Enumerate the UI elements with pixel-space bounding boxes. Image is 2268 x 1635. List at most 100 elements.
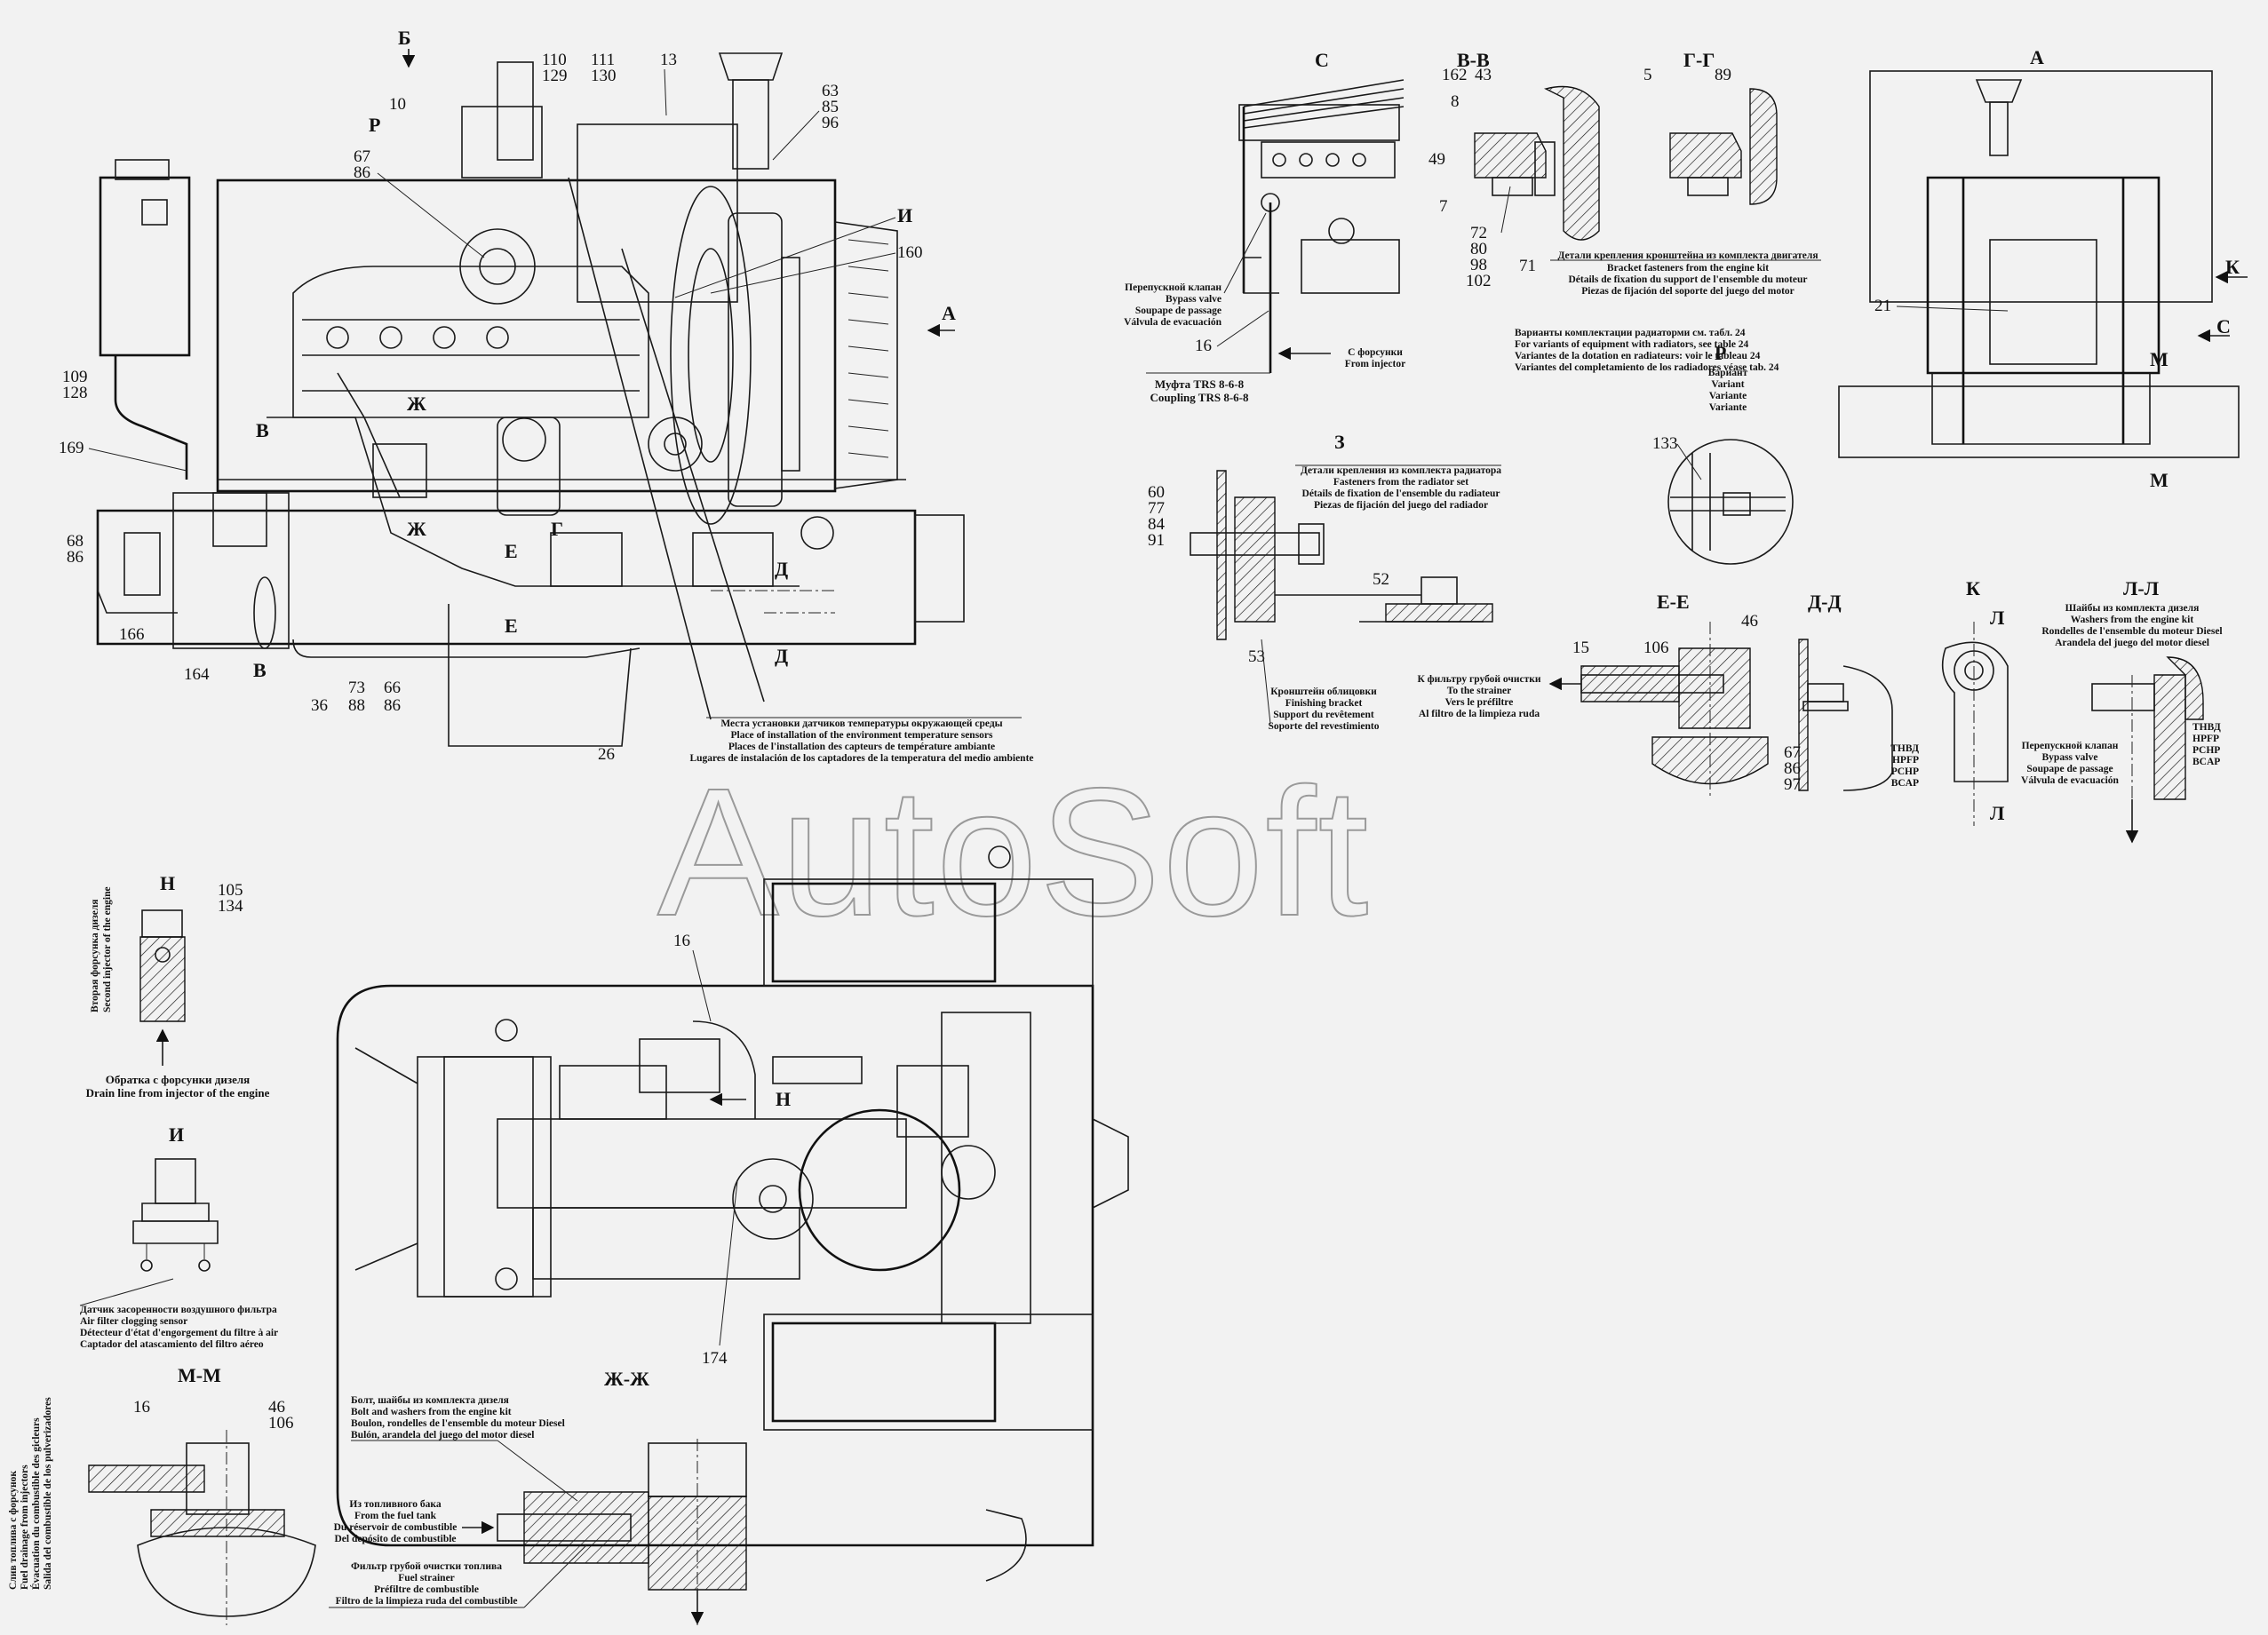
i-sensor-3: Détecteur d'état d'engorgement du filtre… <box>80 1328 278 1338</box>
part-169: 169 <box>59 439 84 457</box>
view-n-title: Н <box>160 872 175 894</box>
view-a-label-m-bottom: М <box>2150 469 2169 491</box>
label-g: Г <box>551 518 563 540</box>
part-130: 130 <box>591 67 617 85</box>
ee-part-46: 46 <box>1741 612 1758 631</box>
view-z-title: З <box>1334 431 1345 453</box>
vv-part-43: 43 <box>1475 66 1492 84</box>
view-r: Р Вариант Variant Variante Variante 133 <box>1652 342 1794 565</box>
gg-bracket-2: Bracket fasteners from the engine kit <box>1607 263 1769 274</box>
c-coupling-2: Coupling TRS 8-6-8 <box>1150 391 1249 404</box>
mm-part-106: 106 <box>268 1414 294 1433</box>
n-drain-1: Обратка с форсунки дизеля <box>106 1073 250 1086</box>
part-86c: 86 <box>384 696 401 715</box>
view-gg: Г-Г 5 89 Детали крепления кронштейна из … <box>1550 49 1821 297</box>
label-e-bottom: Е <box>505 615 518 637</box>
ee-strainer-1: К фильтру грубой очистки <box>1417 674 1540 685</box>
view-zhzh-title: Ж-Ж <box>604 1368 649 1390</box>
mm-fuel-drain-1: Слив топлива с форсунок <box>8 1471 19 1590</box>
k-label-l-top: Л <box>1990 607 2005 629</box>
ee-strainer-4: Al filtro de la limpieza ruda <box>1419 709 1540 719</box>
zhzh-tank-3: Du réservoir de combustible <box>334 1522 458 1533</box>
view-vv-title: В-В <box>1457 49 1490 71</box>
dd-part-97: 97 <box>1784 775 1801 794</box>
k-label-l-bottom: Л <box>1990 802 2005 824</box>
view-a-label-m-top: М <box>2150 348 2169 370</box>
view-a-arrow-k: К <box>2225 256 2240 278</box>
main-view-labels: Б А Р И В В Ж Ж Е Е Г Д Д 10 67 86 110 1… <box>59 27 956 764</box>
ll-washers-2: Washers from the engine kit <box>2071 615 2194 625</box>
watermark-text: AutoSoft <box>657 750 1370 954</box>
label-e-top: Е <box>505 540 518 562</box>
section-arrow-a: А <box>942 302 956 324</box>
view-z: З 60 77 84 91 52 53 Детали крепления из … <box>1148 431 1501 732</box>
c-bypass-4: Válvula de evacuación <box>1124 317 1222 328</box>
sensors-line-4: Lugares de instalación de los captadores… <box>689 753 1033 764</box>
sensors-line-2: Place of installation of the environment… <box>730 730 993 741</box>
ee-strainer-3: Vers le préfiltre <box>1445 697 1514 708</box>
ee-strainer-2: To the strainer <box>1447 686 1511 696</box>
dd-part-67: 67 <box>1784 743 1801 762</box>
zhzh-bolt-4: Bulón, arandela del juego del motor dies… <box>351 1430 534 1441</box>
z-fasteners-1: Детали крепления из комплекта радиатора <box>1301 465 1501 476</box>
i-sensor-4: Captador del atascamiento del filtro aér… <box>80 1339 264 1350</box>
view-a: А К С М М 21 Варианты комплектации радиа… <box>1515 46 2248 491</box>
a-radiator-4: Variantes del completamiento de los radi… <box>1515 362 1779 373</box>
ll-pump-1: ТНВД <box>2192 722 2221 733</box>
part-68: 68 <box>67 532 84 551</box>
gg-part-5: 5 <box>1643 66 1652 84</box>
part-88: 88 <box>348 696 365 715</box>
z-fasteners-4: Piezas de fijación del juego del radiado… <box>1314 500 1488 511</box>
n-part-105: 105 <box>218 881 243 900</box>
plan-part-16: 16 <box>673 932 690 950</box>
c-from-injector-2: From injector <box>1345 359 1405 369</box>
view-zhzh: Ж-Ж Болт, шайбы из комплекта дизеля Bolt… <box>329 1368 747 1625</box>
gg-bracket-3: Détails de fixation du support de l'ense… <box>1569 274 1808 285</box>
i-sensor-2: Air filter clogging sensor <box>80 1316 187 1327</box>
c-bypass-2: Bypass valve <box>1166 294 1222 305</box>
zhzh-bolt-1: Болт, шайбы из комплекта дизеля <box>351 1395 509 1406</box>
part-67: 67 <box>354 147 370 166</box>
z-fasteners-2: Fasteners from the radiator set <box>1333 477 1468 488</box>
ll-pump-2: HPFP <box>2192 734 2219 744</box>
vv-part-102: 102 <box>1466 272 1492 290</box>
view-k: К Л Л ТНВД HPFP PCHP BCAP <box>1890 577 2009 826</box>
part-111: 111 <box>591 51 615 69</box>
vv-part-71: 71 <box>1519 257 1536 275</box>
vv-part-98: 98 <box>1470 256 1487 274</box>
z-finishing-3: Support du revêtement <box>1273 710 1374 720</box>
ll-bypass-4: Válvula de evacuación <box>2021 775 2119 786</box>
vv-part-72: 72 <box>1470 224 1487 242</box>
part-86: 86 <box>354 163 370 182</box>
z-finishing-4: Soporte del revestimiento <box>1269 721 1380 732</box>
mm-part-16: 16 <box>133 1398 150 1417</box>
a-radiator-2: For variants of equipment with radiators… <box>1515 339 1749 350</box>
label-v-bottom: В <box>253 659 267 681</box>
dd-part-86: 86 <box>1784 759 1801 778</box>
label-d-top: Д <box>775 558 788 580</box>
sensors-line-1: Места установки датчиков температуры окр… <box>720 718 1002 729</box>
k-pump-2: HPFP <box>1892 755 1919 766</box>
view-gg-title: Г-Г <box>1683 49 1715 71</box>
view-ll-title: Л-Л <box>2123 577 2160 599</box>
n-second-injector-2: Second injector of the engine <box>102 886 113 1012</box>
ee-part-106: 106 <box>1643 639 1669 657</box>
mm-fuel-drain-4: Salida del combustible de los pulverizad… <box>43 1397 53 1590</box>
ee-part-15: 15 <box>1572 639 1589 657</box>
mm-part-46: 46 <box>268 1398 285 1417</box>
gg-bracket-1: Детали крепления кронштейна из комплекта… <box>1557 250 1818 261</box>
part-26: 26 <box>598 745 615 764</box>
zhzh-tank-1: Из топливного бака <box>349 1499 441 1510</box>
vv-part-7: 7 <box>1439 197 1448 216</box>
r-variant-2: Variant <box>1711 379 1744 390</box>
view-a-title: А <box>2030 46 2044 68</box>
sensors-note: Места установки датчиков температуры окр… <box>689 717 1034 764</box>
n-drain-2: Drain line from injector of the engine <box>86 1086 270 1099</box>
z-part-77: 77 <box>1148 499 1165 518</box>
part-96: 96 <box>822 114 839 132</box>
ll-washers-4: Arandela del juego del motor diesel <box>2055 638 2209 648</box>
a-radiator-3: Variantes de la dotation en radiateurs: … <box>1515 351 1761 361</box>
part-166: 166 <box>119 625 145 644</box>
vv-part-49: 49 <box>1428 150 1445 169</box>
